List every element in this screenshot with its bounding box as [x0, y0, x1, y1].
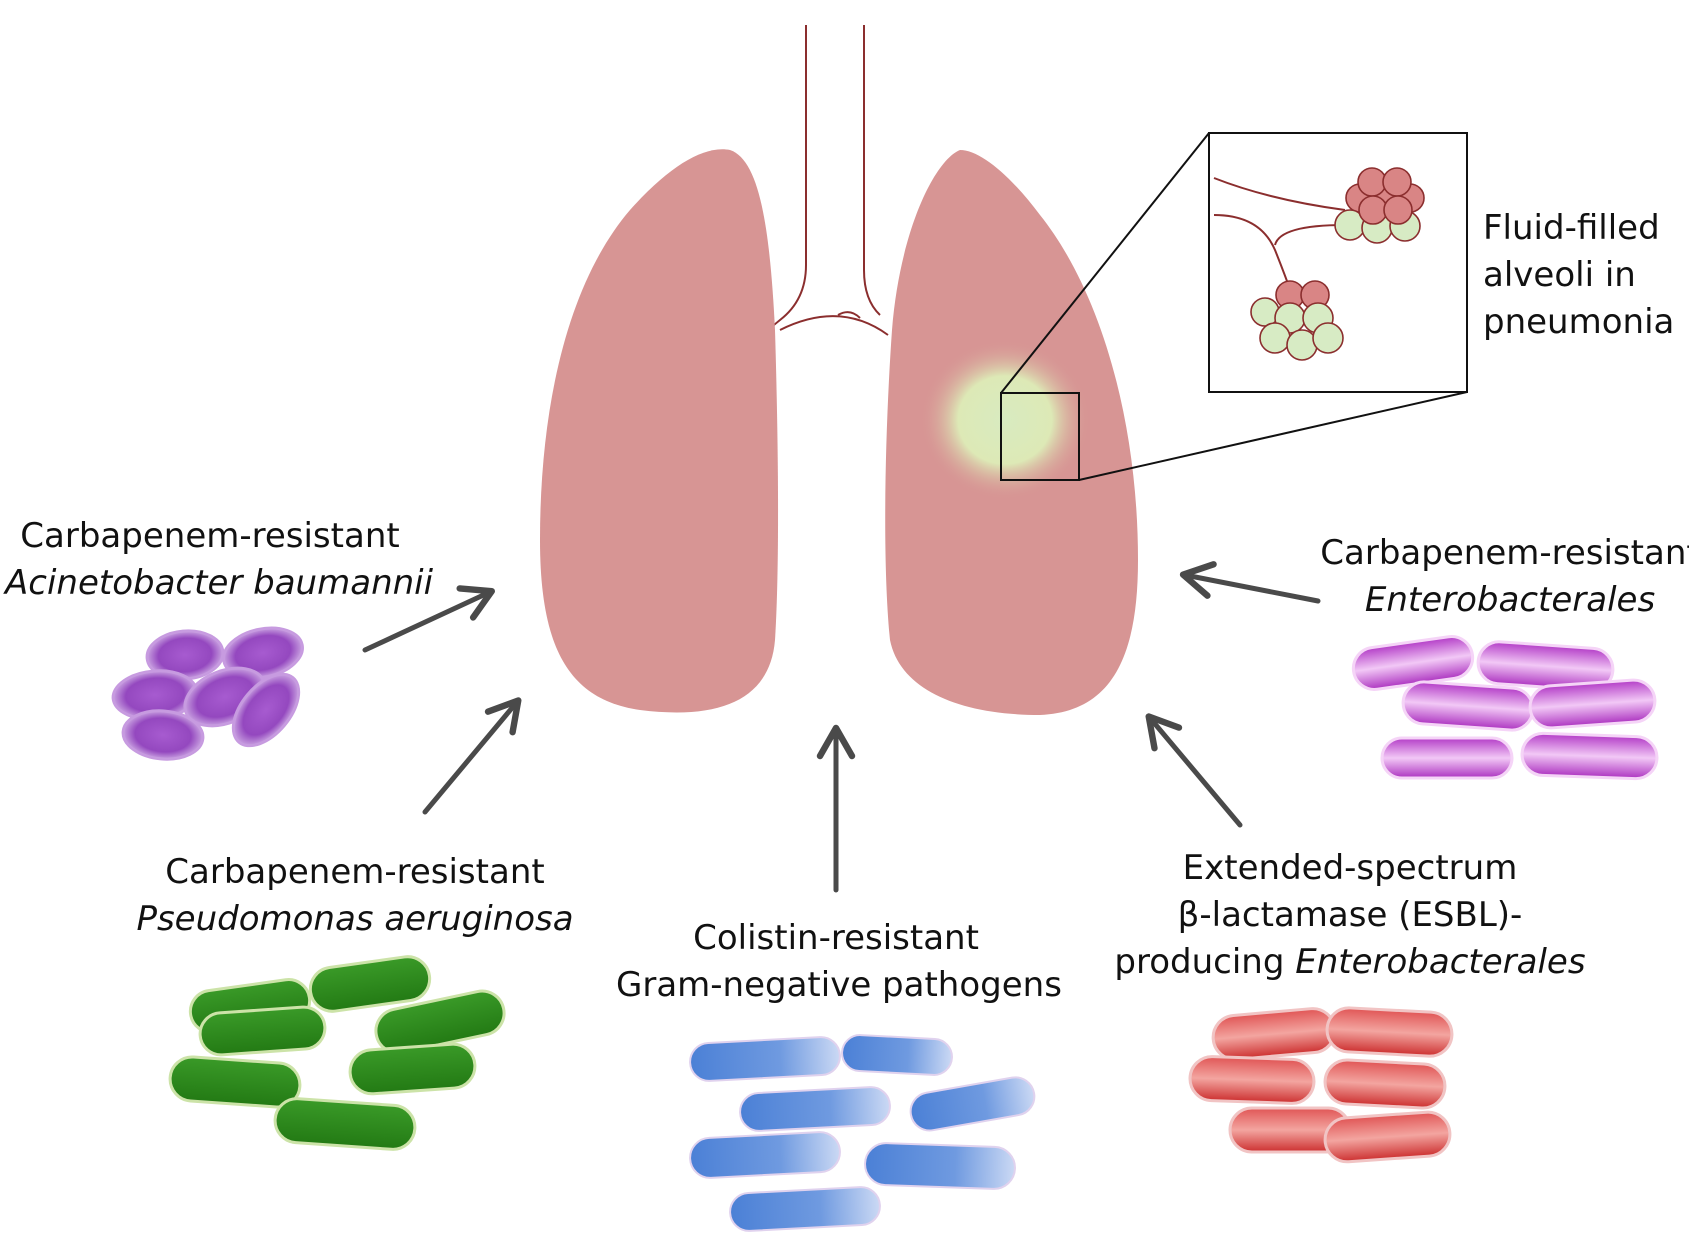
left-lung	[540, 149, 779, 713]
label-esbl: Extended-spectrum β-lactamase (ESBL)- pr…	[1110, 845, 1590, 986]
label-enterobacterales: Carbapenem-resistant Enterobacterales	[1320, 530, 1689, 624]
label-pseudomonas: Carbapenem-resistant Pseudomonas aerugin…	[135, 849, 575, 943]
colistin-line-1: Colistin-resistant	[693, 918, 979, 958]
esbl-line-3b: Enterobacterales	[1295, 942, 1586, 982]
zoom-line-bottom	[1078, 391, 1468, 481]
callout-line-2: alveoli in	[1483, 255, 1636, 295]
arrow-acinetobacter	[362, 585, 496, 653]
arrow-pseudomonas	[422, 697, 522, 815]
esbl-line-2: β-lactamase (ESBL)-	[1177, 895, 1523, 935]
alveoli-callout: Fluid-filled alveoli in pneumonia	[1483, 205, 1674, 346]
label-colistin: Colistin-resistant Gram-negative pathoge…	[616, 915, 1062, 1009]
enterobacterales-line-1: Carbapenem-resistant	[1320, 533, 1689, 573]
label-acinetobacter: Carbapenem-resistant Acinetobacter bauma…	[5, 513, 433, 607]
arrow-enterobacterales	[1179, 561, 1321, 604]
callout-line-1: Fluid-filled	[1483, 208, 1660, 248]
acinetobacter-line-1: Carbapenem-resistant	[20, 516, 400, 556]
acinetobacter-cells	[111, 626, 304, 761]
pseudomonas-line-1: Carbapenem-resistant	[165, 852, 545, 892]
esbl-cells	[1188, 1006, 1454, 1164]
acinetobacter-line-2: Acinetobacter baumannii	[5, 563, 434, 603]
colistin-cells	[689, 1034, 1036, 1232]
infection-zone	[920, 340, 1090, 500]
esbl-line-1: Extended-spectrum	[1182, 848, 1518, 888]
colistin-line-2: Gram-negative pathogens	[616, 965, 1062, 1005]
zoom-line-top	[1000, 132, 1210, 394]
arrows	[362, 561, 1321, 893]
pseudomonas-cells	[168, 955, 506, 1151]
alveoli-inset	[1208, 132, 1468, 393]
enterobacterales-line-2: Enterobacterales	[1364, 580, 1656, 620]
enterobacterales-cells	[1351, 635, 1659, 781]
zoom-box	[1000, 392, 1080, 481]
arrow-esbl	[1145, 713, 1243, 828]
callout-line-3: pneumonia	[1483, 302, 1675, 342]
esbl-line-3a: producing	[1114, 942, 1296, 982]
pseudomonas-line-2: Pseudomonas aeruginosa	[136, 899, 574, 939]
